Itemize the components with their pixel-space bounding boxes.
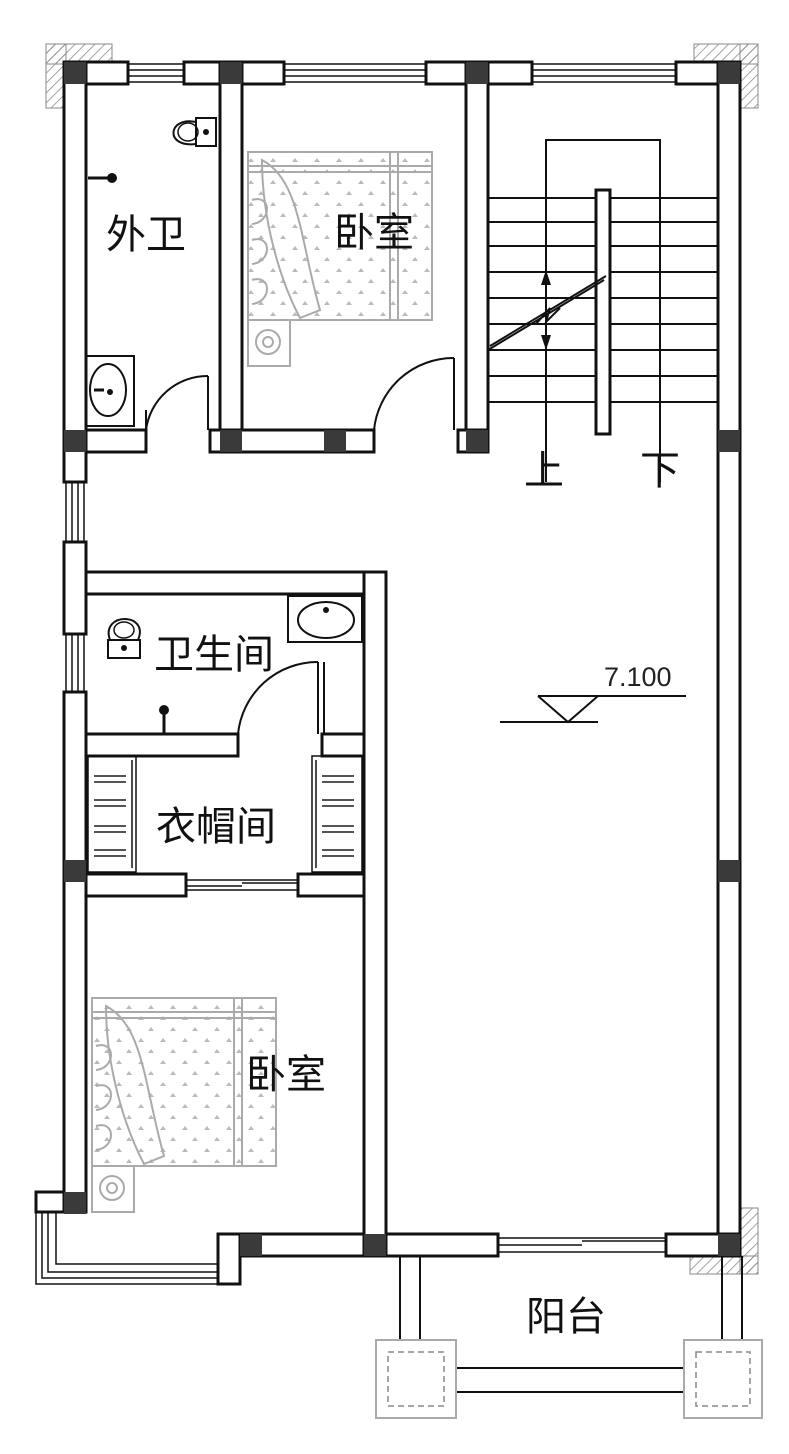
wardrobe-left	[87, 755, 137, 873]
staircase	[487, 139, 718, 482]
level-marker: 7.100	[500, 662, 686, 724]
sink-icon-bathroom	[287, 595, 363, 643]
bed-bottom	[91, 997, 277, 1213]
exterior-walls	[62, 60, 742, 1258]
bay-window	[34, 1190, 242, 1286]
sink-icon	[85, 355, 135, 427]
room-label-cloakroom: 衣帽间	[156, 804, 276, 850]
level-mark: 7.100	[604, 662, 672, 692]
sliding-door-balcony	[498, 1237, 666, 1253]
window-top	[128, 63, 676, 83]
room-label-bathroom: 卫生间	[154, 632, 274, 678]
wardrobe-right	[311, 755, 363, 873]
floor-drain-icon	[159, 705, 169, 734]
room-label-bedroom-bottom: 卧室	[246, 1052, 326, 1098]
shower-icon	[88, 173, 117, 183]
sliding-door-cloak	[186, 879, 298, 891]
stair-down-label: 下	[640, 448, 680, 494]
stair-up-label: 上	[524, 448, 564, 494]
doors	[145, 356, 455, 735]
window-left	[65, 482, 85, 692]
toilet-icon-bathroom	[107, 618, 141, 659]
room-label-outer-bathroom: 外卫	[106, 212, 186, 258]
balcony	[375, 1256, 763, 1419]
bed-top	[247, 151, 433, 367]
room-label-bedroom-top: 卧室	[334, 210, 414, 256]
columns	[64, 62, 740, 1256]
toilet-icon	[172, 117, 217, 147]
room-label-balcony: 阳台	[526, 1294, 606, 1340]
